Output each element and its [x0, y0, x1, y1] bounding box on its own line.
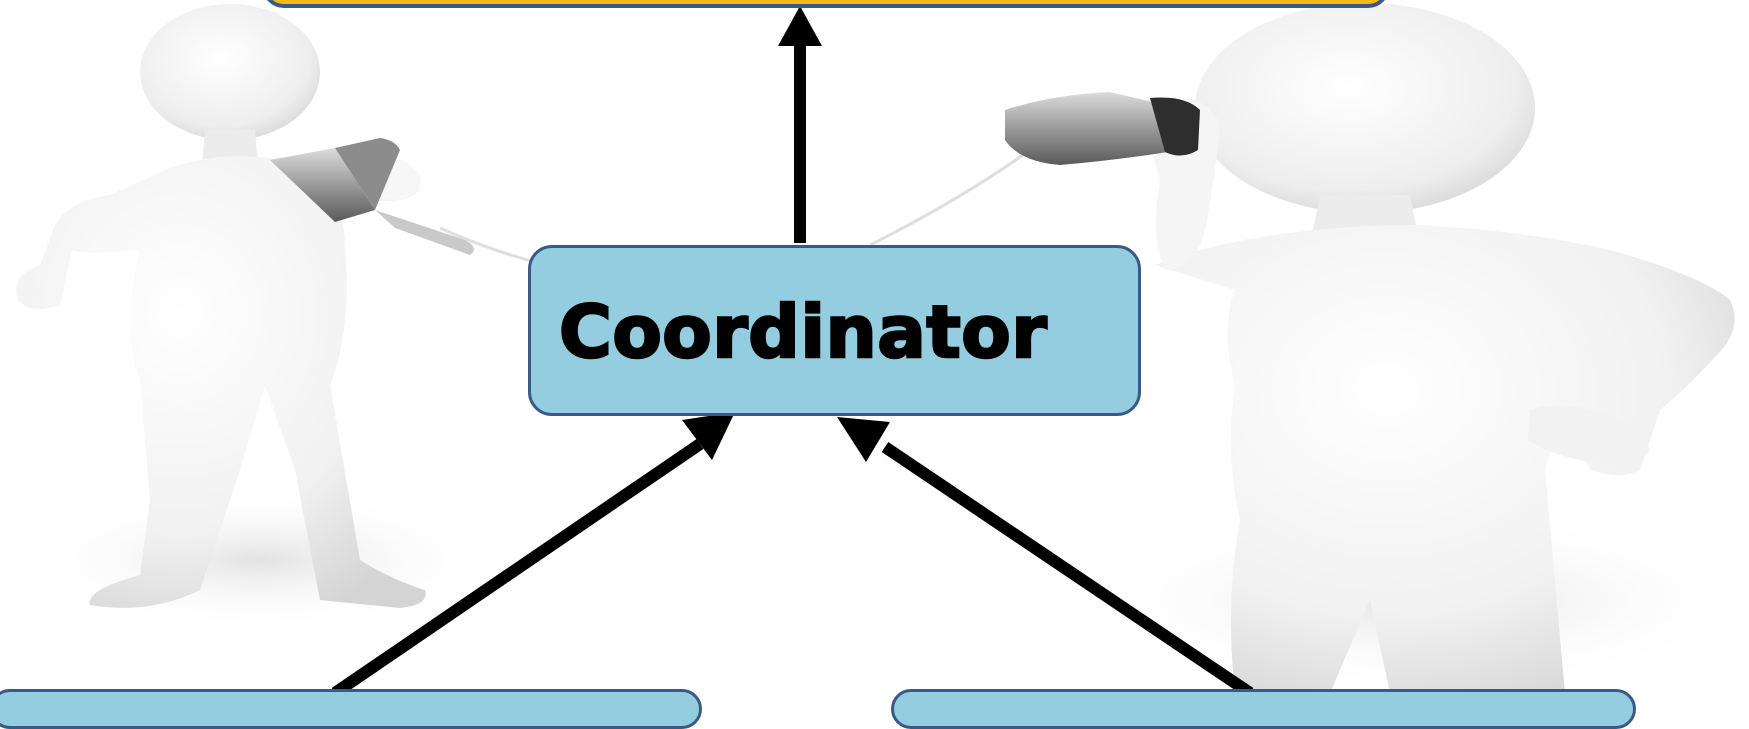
bottom-left-node-box	[0, 689, 702, 729]
arrow-bottom-right-to-coordinator	[837, 417, 1254, 693]
right-person-body	[1155, 225, 1735, 693]
right-person-head	[1195, 3, 1535, 213]
right-person-neck	[1312, 195, 1418, 235]
right-phone-handset	[1005, 92, 1200, 165]
left-person-body	[16, 156, 426, 608]
right-person-figure	[1152, 3, 1735, 693]
coordinator-node: Coordinator	[528, 245, 1141, 416]
right-phone-cord	[869, 148, 1031, 247]
background-illustration	[16, 3, 1749, 693]
left-phone-handset	[270, 138, 474, 255]
right-person-hand-on-hip	[1528, 405, 1650, 465]
coordinator-label: Coordinator	[558, 290, 1048, 374]
arrow-bottom-left-to-coordinator	[331, 412, 735, 693]
bottom-right-node-box	[891, 689, 1636, 729]
left-person-head	[140, 4, 320, 140]
left-floor-shadow	[20, 490, 500, 630]
arrow-coordinator-to-top	[778, 6, 822, 243]
top-node-box	[262, 0, 1390, 8]
